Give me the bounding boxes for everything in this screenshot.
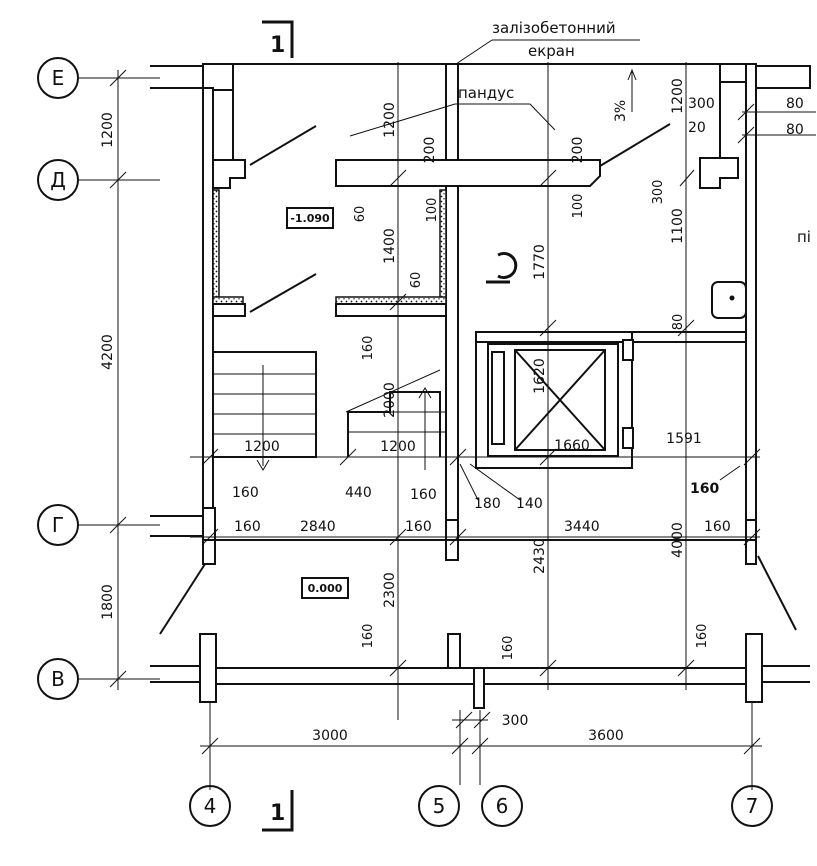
- svg-text:1200: 1200: [670, 78, 686, 114]
- svg-text:80: 80: [786, 96, 804, 112]
- stair-rise-symbol: [486, 252, 518, 284]
- svg-text:7: 7: [746, 794, 759, 818]
- svg-text:1200: 1200: [380, 439, 416, 455]
- axis-bubble-row-e: Е: [37, 57, 79, 99]
- svg-text:Д: Д: [50, 168, 66, 192]
- section-cut-line: [262, 790, 294, 832]
- svg-text:1620: 1620: [532, 358, 548, 394]
- svg-text:60: 60: [353, 206, 368, 223]
- dim-6-7: 3600: [588, 728, 624, 744]
- svg-text:160: 160: [232, 485, 259, 501]
- row-dimension-chain: 1200 4200 1800: [100, 69, 127, 690]
- dim-e-d: 1200: [100, 112, 116, 148]
- svg-text:160: 160: [501, 636, 516, 661]
- svg-text:1200: 1200: [382, 102, 398, 138]
- svg-text:2430: 2430: [532, 538, 548, 574]
- svg-text:160: 160: [361, 336, 376, 361]
- dim-g-v: 1800: [100, 584, 116, 620]
- svg-text:6: 6: [496, 794, 509, 818]
- svg-text:5: 5: [433, 794, 446, 818]
- svg-text:160: 160: [361, 624, 376, 649]
- svg-text:2300: 2300: [382, 572, 398, 608]
- svg-text:1660: 1660: [554, 438, 590, 454]
- svg-text:Г: Г: [52, 513, 64, 537]
- svg-text:300: 300: [688, 96, 715, 112]
- lift-shaft: [475, 331, 746, 469]
- svg-text:20: 20: [688, 120, 706, 136]
- svg-text:Е: Е: [52, 66, 65, 90]
- axis-bubble-row-d: Д: [37, 159, 79, 201]
- ramp-note: пандус: [349, 84, 556, 137]
- screen-label: залізобетонний: [492, 19, 616, 37]
- axis-lines: [78, 77, 753, 790]
- svg-text:180: 180: [474, 496, 501, 512]
- axis-bubble-row-g: Г: [37, 504, 79, 546]
- axis-bubble-row-v: В: [37, 658, 79, 700]
- axis-bubble-col-4: 4: [189, 785, 231, 827]
- section-marker-top: 1: [262, 20, 294, 58]
- svg-text:160: 160: [410, 487, 437, 503]
- svg-text:300: 300: [651, 180, 666, 205]
- svg-text:1400: 1400: [382, 228, 398, 264]
- svg-text:2000: 2000: [382, 382, 398, 418]
- svg-text:160: 160: [690, 481, 719, 497]
- svg-text:1200: 1200: [244, 439, 280, 455]
- svg-text:100: 100: [571, 194, 586, 219]
- svg-text:160: 160: [704, 519, 731, 535]
- screen-label-2: екран: [528, 42, 575, 60]
- svg-text:80: 80: [671, 314, 686, 331]
- svg-text:0.000: 0.000: [308, 582, 343, 595]
- dim-5-6: 300: [502, 713, 529, 729]
- svg-text:200: 200: [422, 137, 438, 164]
- screen-note: залізобетонний екран: [455, 19, 640, 65]
- svg-text:60: 60: [409, 272, 424, 289]
- section-cut-line: [262, 20, 294, 58]
- dim-d-g: 4200: [100, 334, 116, 370]
- svg-text:140: 140: [516, 496, 543, 512]
- internal-dimension-lines: [190, 62, 816, 720]
- svg-text:2840: 2840: [300, 519, 336, 535]
- axis-bubble-col-6: 6: [481, 785, 523, 827]
- section-marker-label: 1: [270, 33, 285, 58]
- section-marker-bottom: 1: [262, 790, 294, 832]
- level-lower: -1.090: [286, 207, 334, 229]
- washbasin: [711, 281, 747, 319]
- svg-text:200: 200: [570, 137, 586, 164]
- svg-text:440: 440: [345, 485, 372, 501]
- dim-4-5: 3000: [312, 728, 348, 744]
- level-ground: 0.000: [301, 577, 349, 599]
- svg-text:80: 80: [786, 122, 804, 138]
- slope-note: 3%: [613, 68, 637, 122]
- svg-text:160: 160: [234, 519, 261, 535]
- svg-text:1770: 1770: [532, 244, 548, 280]
- slope-label: 3%: [613, 100, 629, 122]
- svg-text:1591: 1591: [666, 431, 702, 447]
- svg-text:4: 4: [204, 794, 217, 818]
- svg-text:4000: 4000: [670, 522, 686, 558]
- partial-label: пі: [797, 228, 811, 246]
- axis-bubble-col-5: 5: [418, 785, 460, 827]
- axis-bubble-col-7: 7: [731, 785, 773, 827]
- svg-text:-1.090: -1.090: [290, 212, 330, 225]
- svg-text:100: 100: [425, 198, 440, 223]
- svg-text:3440: 3440: [564, 519, 600, 535]
- section-marker-label: 1: [270, 801, 285, 826]
- svg-text:160: 160: [405, 519, 432, 535]
- svg-text:160: 160: [695, 624, 710, 649]
- walls: [150, 63, 811, 709]
- svg-text:1100: 1100: [670, 208, 686, 244]
- col-dimension-chain: 3000 300 3600: [200, 711, 762, 755]
- dimension-labels: 1200 1200 200 200 60 60 100 100 1400 177…: [232, 78, 804, 660]
- ramp-label: пандус: [458, 84, 514, 102]
- svg-text:В: В: [51, 667, 65, 691]
